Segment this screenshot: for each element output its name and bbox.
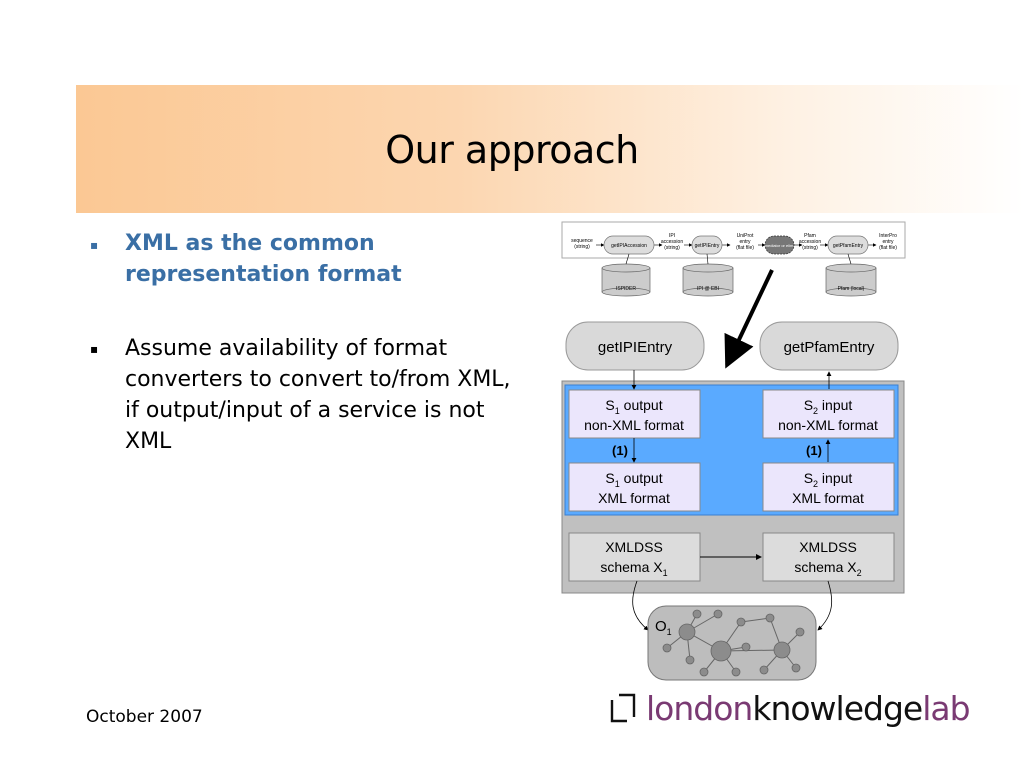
service-getipientry (565, 321, 705, 371)
ontology-label: O1 (655, 618, 672, 637)
converter-label-right: (1) (806, 443, 822, 458)
bullet-xml-common-format: XML as the common representation format (125, 231, 402, 287)
footer-date: October 2007 (86, 707, 203, 727)
wf-label-interpro-entry: entry (882, 239, 894, 245)
bullet-format-converters: Assume availability of format converters… (125, 336, 511, 454)
wf-mediator-label: mediator or elim (765, 243, 794, 248)
wf-label-pfam: Pfam (804, 233, 816, 239)
wf-service-getpfamentry-label: getPfamEntry (833, 243, 864, 249)
s2-input-xml-line1: S2 input (804, 470, 853, 489)
s1-output-xml-line2: XML format (598, 490, 670, 506)
xmldss-x1-line2: schema X1 (600, 559, 667, 578)
s2-input-nonxml-box (762, 389, 895, 439)
wf-label-pfam-type: (string) (802, 245, 818, 251)
converter-label-left: (1) (612, 443, 628, 458)
s2-input-xml-line2: XML format (792, 490, 864, 506)
wf-db-ispider: ISPIDER (616, 286, 636, 292)
workflow-strip: sequence (string) IPI accession (string)… (561, 221, 906, 297)
wf-label-uniprot-entry: entry (739, 239, 751, 245)
logo-text-lab: lab (922, 688, 970, 728)
service-getpfamentry-label: getPfamEntry (784, 339, 875, 356)
wf-label-uniprot-type: (flat file) (736, 245, 754, 251)
s2-input-nonxml-line1: S2 input (804, 397, 853, 416)
s1-output-nonxml-line2: non-XML format (584, 417, 684, 433)
slide-title: Our approach (385, 128, 639, 172)
s1-output-xml-line1: S1 output (605, 470, 662, 489)
wf-label-ipi-acc: accession (661, 239, 683, 245)
logo-text-knowledge: knowledge (752, 688, 923, 728)
wf-label-pfam-acc: accession (799, 239, 821, 245)
wf-db-pfam: Pfam (local) (838, 286, 865, 292)
s2-input-xml-box (762, 462, 895, 512)
wf-service-getipiaccession-label: getIPIAccession (611, 243, 647, 249)
wf-label-sequence: sequence (571, 238, 593, 244)
wf-label-ipi-type: (string) (664, 245, 680, 251)
wf-label-uniprot: UniProt (737, 233, 754, 239)
xmldss-x2-line1: XMLDSS (799, 539, 857, 555)
xmldss-x2-line2: schema X2 (794, 559, 861, 578)
wf-db-ipi-ebi: IPI @ EBI (697, 286, 719, 292)
s1-output-nonxml-box (568, 389, 701, 439)
s2-input-nonxml-line2: non-XML format (778, 417, 878, 433)
zoom-arrow (724, 269, 774, 369)
wf-service-getipientry-label: getIPIEntry (695, 243, 720, 249)
bullet-marker: ▪ (90, 238, 99, 252)
wf-label-interpro: InterPro (879, 233, 897, 239)
service-getpfamentry (759, 321, 899, 371)
xmldss-schema-x2-box (762, 532, 895, 582)
wf-mediator (764, 235, 795, 255)
title-banner (76, 85, 1024, 213)
service-getipientry-label: getIPIEntry (598, 339, 673, 356)
logo-text-london: london (646, 688, 753, 728)
wf-label-ipi: IPI (669, 233, 675, 239)
bullet-marker: ▪ (90, 342, 99, 356)
s1-output-xml-box (568, 462, 701, 512)
wf-label-interpro-type: (flat file) (879, 245, 897, 251)
logo-bracket-icon (610, 693, 636, 723)
wf-label-sequence-type: (string) (574, 244, 590, 250)
xmldss-schema-x1-box (568, 532, 701, 582)
xmldss-x1-line1: XMLDSS (605, 539, 663, 555)
s1-output-nonxml-line1: S1 output (605, 397, 662, 416)
